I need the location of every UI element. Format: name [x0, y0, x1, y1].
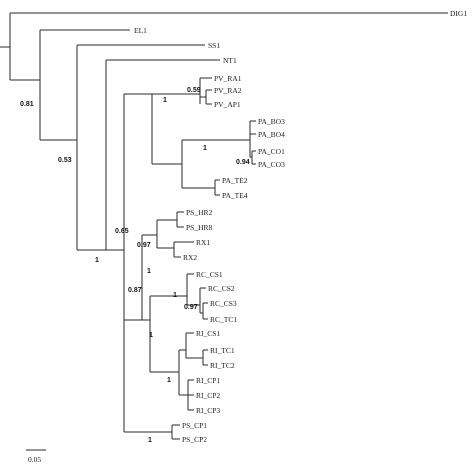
taxon-label: PS_CP1: [182, 421, 207, 430]
taxon-label: RI_CP3: [196, 406, 220, 415]
taxon-label: EL1: [134, 26, 147, 35]
support-value: 0.53: [58, 157, 72, 164]
taxon-label: RI_CP1: [196, 376, 220, 385]
support-value: 1: [203, 145, 207, 152]
support-value: 1: [95, 257, 99, 264]
taxon-label: NT1: [223, 56, 237, 65]
support-values: 0.81 0.53 1 0.59 1 0.94 1 0.65 0.97 0.87…: [20, 87, 250, 444]
support-value: 0.94: [236, 159, 250, 166]
taxon-label: DIG1: [450, 9, 467, 18]
taxon-label: PA_TE2: [222, 176, 248, 185]
taxon-label: PA_CO3: [258, 160, 285, 169]
tree-branches: [0, 12, 448, 451]
support-value: 1: [149, 332, 153, 339]
support-value: 1: [167, 377, 171, 384]
taxon-label: PS_HR2: [186, 208, 213, 217]
support-value: 1: [163, 97, 167, 104]
taxon-label: PA_BO3: [258, 117, 285, 126]
taxon-label: PA_BO4: [258, 130, 285, 139]
taxon-label: PV_RA1: [214, 74, 242, 83]
taxon-label: PS_CP2: [182, 435, 207, 444]
taxon-label: SS1: [208, 41, 220, 50]
support-value: 0.65: [115, 228, 129, 235]
support-value: 0.87: [128, 287, 142, 294]
leaf-labels: DIG1 EL1 SS1 NT1 PV_RA1 PV_RA2 PV_AP1 PA…: [134, 9, 467, 444]
taxon-label: PV_AP1: [214, 100, 241, 109]
taxon-label: PA_TE4: [222, 191, 248, 200]
taxon-label: RI_CS1: [196, 329, 220, 338]
taxon-label: RC_CS3: [210, 299, 237, 308]
support-value: 1: [173, 292, 177, 299]
taxon-label: RI_TC1: [210, 346, 235, 355]
taxon-label: PV_RA2: [214, 86, 242, 95]
taxon-label: RC_CS2: [208, 284, 235, 293]
taxon-label: RI_CP2: [196, 391, 220, 400]
support-value: 0.81: [20, 101, 34, 108]
taxon-label: RC_CS1: [196, 270, 223, 279]
taxon-label: RX2: [183, 253, 197, 262]
support-value: 0.97: [137, 242, 151, 249]
taxon-label: RX1: [196, 238, 210, 247]
taxon-label: RC_TC1: [210, 315, 237, 324]
support-value: 0.59: [187, 87, 201, 94]
scale-bar-label: 0.05: [28, 455, 41, 464]
taxon-label: PS_HR8: [186, 223, 213, 232]
support-value: 1: [148, 437, 152, 444]
taxon-label: RI_TC2: [210, 361, 235, 370]
support-value: 1: [147, 268, 151, 275]
support-value: 0.97: [184, 304, 198, 311]
taxon-label: PA_CO1: [258, 147, 285, 156]
